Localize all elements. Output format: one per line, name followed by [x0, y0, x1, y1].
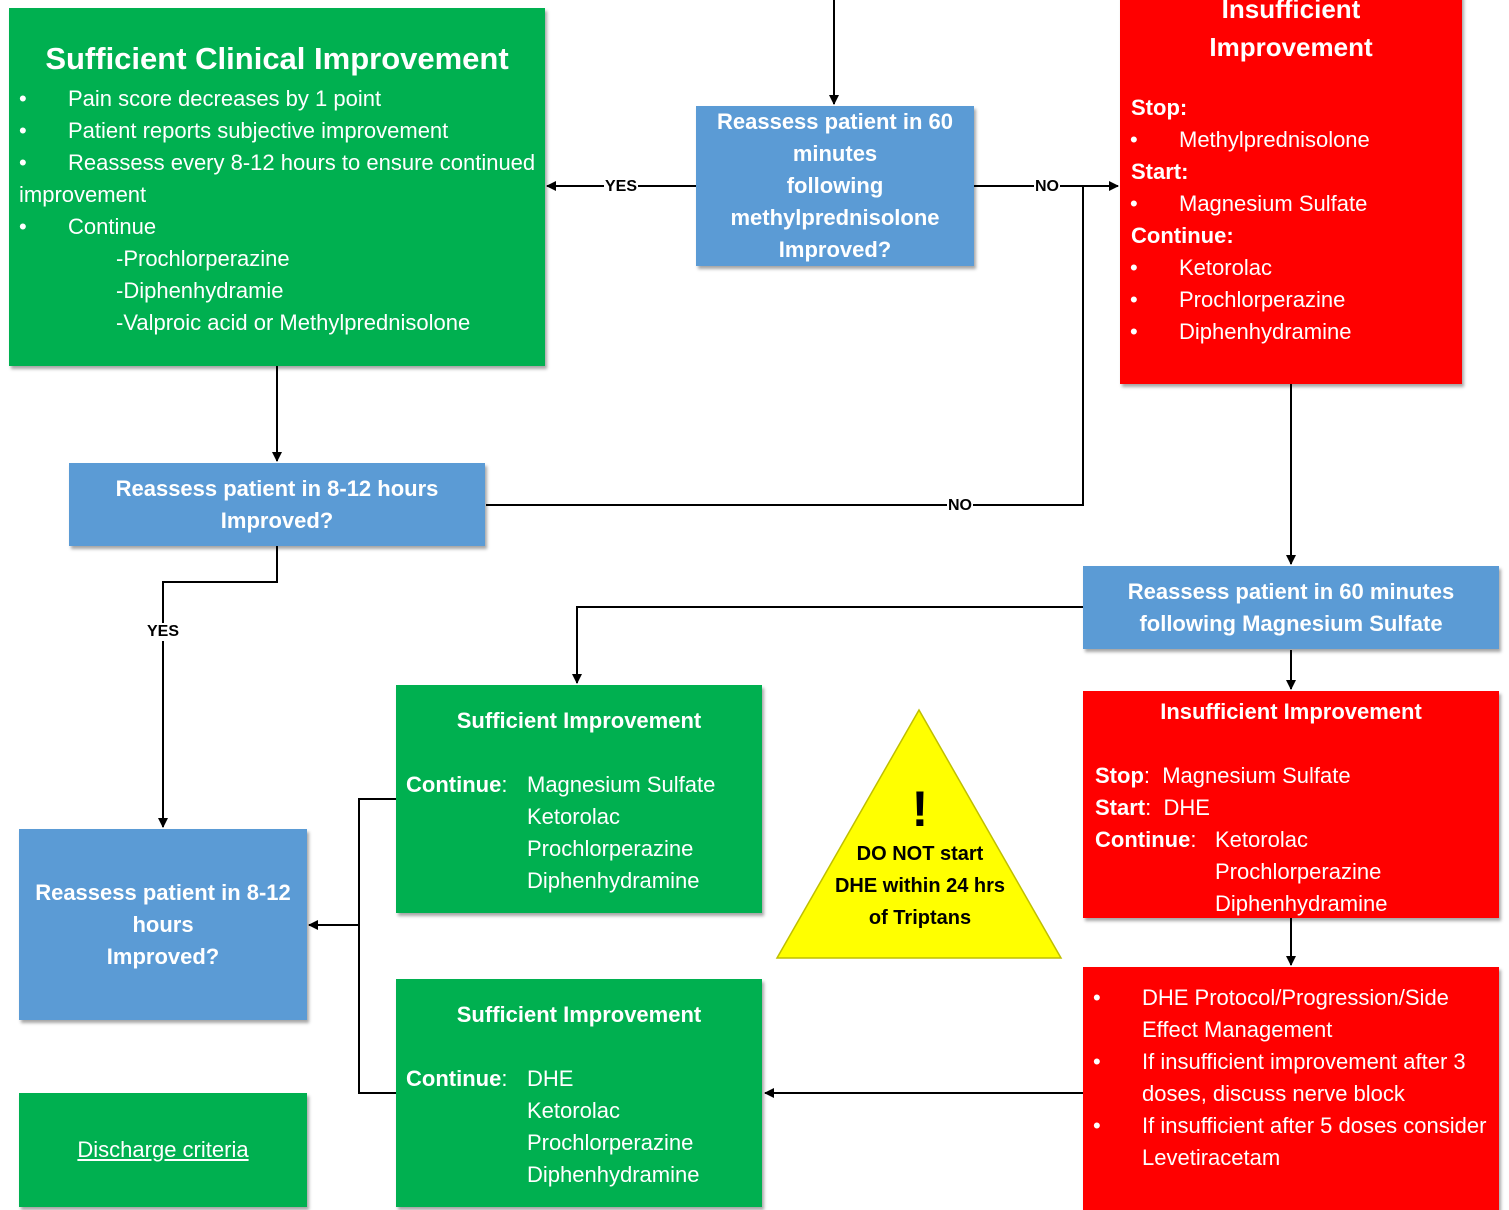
sufficient-clinical-title: Sufficient Clinical Improvement	[45, 41, 509, 76]
box-line: Reassess patient in 8-12 hours	[115, 475, 439, 501]
sufficient-mag-body: Continue: Magnesium Sulfate Ketorolac Pr…	[396, 769, 762, 893]
list-item: Magnesium Sulfate	[527, 772, 716, 797]
stop-label: Stop	[1095, 763, 1144, 788]
continue-label: Continue	[406, 1066, 502, 1091]
insufficient-top-title: Insufficient Improvement	[1120, 0, 1462, 66]
dhe-protocol-box: DHE Protocol/Progression/Side Effect Man…	[1083, 967, 1499, 1210]
warning-triangle-icon	[775, 708, 1063, 959]
bullet-icon: •	[19, 150, 27, 175]
box-line: hours	[132, 911, 194, 937]
line-no-from-reassess-8-12	[486, 186, 1084, 506]
title-line: Improvement	[1209, 32, 1373, 62]
warning-line: of Triptans	[868, 907, 972, 929]
sufficient-dhe-box: Sufficient Improvement Continue: DHE Ket…	[396, 979, 762, 1207]
yes-label-bottom: YES	[146, 623, 181, 641]
reassess-8-12-top-box: Reassess patient in 8-12 hours Improved?	[69, 463, 485, 546]
discharge-criteria-link[interactable]: Discharge criteria	[77, 1137, 249, 1162]
warning-line: DO NOT start	[856, 843, 984, 865]
list-item: Diphenhydramine	[527, 868, 700, 893]
dhe-protocol-list: DHE Protocol/Progression/Side Effect Man…	[1083, 982, 1499, 1174]
sufficient-dhe-body: Continue: DHE Ketorolac Prochlorperazine…	[396, 1063, 762, 1187]
sufficient-dhe-title: Sufficient Improvement	[456, 1002, 702, 1027]
list-item: Prochlorperazine	[527, 836, 694, 861]
list-item: -Diphenhydramie	[116, 278, 284, 303]
sufficient-clinical-box: Sufficient Clinical Improvement Pain sco…	[9, 8, 545, 366]
warning-line: DHE within 24 hrs	[834, 875, 1006, 897]
discharge-box: Discharge criteria	[19, 1093, 307, 1207]
list-item: Pain score decreases by 1 point	[9, 83, 545, 115]
list-item: Prochlorperazine	[1120, 284, 1462, 316]
insufficient-mag-body: Stop: Magnesium Sulfate Start: DHE Conti…	[1083, 760, 1499, 916]
list-item: Ketorolac	[527, 1098, 620, 1123]
insufficient-mag-title: Insufficient Improvement	[1160, 699, 1422, 724]
list-item: Prochlorperazine	[527, 1130, 694, 1155]
list-item: Continue	[9, 211, 545, 243]
stop-label: Stop:	[1131, 95, 1188, 120]
box-line: Improved?	[220, 507, 334, 533]
sufficient-mag-title: Sufficient Improvement	[456, 708, 702, 733]
box-line: minutes	[792, 141, 878, 166]
continue-list: Ketorolac Prochlorperazine Diphenhydrami…	[1120, 252, 1462, 348]
continue-label: Continue	[406, 772, 502, 797]
list-item: -Prochlorperazine	[116, 246, 290, 271]
list-item: Prochlorperazine	[1215, 859, 1382, 884]
start-list: Magnesium Sulfate	[1120, 188, 1462, 220]
continue-label: Continue	[1095, 827, 1191, 852]
box-line: Reassess patient in 60	[716, 109, 953, 134]
no-label-right: NO	[1034, 178, 1060, 196]
warning-text: ! DO NOT start DHE within 24 hrs of Trip…	[800, 780, 1040, 934]
list-item: If insufficient after 5 doses consider L…	[1083, 1110, 1499, 1174]
continue-label: Continue:	[1131, 223, 1234, 248]
continue-list: Ketorolac Prochlorperazine Diphenhydrami…	[1215, 824, 1387, 920]
box-line: following Magnesium Sulfate	[1139, 610, 1443, 636]
list-item: Patient reports subjective improvement	[9, 115, 545, 147]
box-line: Reassess patient in 60 minutes	[1127, 578, 1455, 604]
reassess-8-12-bottom-box: Reassess patient in 8-12 hours Improved?	[19, 829, 307, 1020]
list-item: Magnesium Sulfate	[1120, 188, 1462, 220]
sufficient-clinical-subitems: -Prochlorperazine -Diphenhydramie -Valpr…	[9, 243, 545, 339]
yes-label-left: YES	[604, 178, 639, 196]
reassess-magnesium-box: Reassess patient in 60 minutes following…	[1083, 566, 1499, 649]
bracket-merge	[358, 798, 396, 1094]
sufficient-magnesium-box: Sufficient Improvement Continue: Magnesi…	[396, 685, 762, 913]
box-line: Reassess patient in 8-12	[35, 879, 291, 905]
insufficient-top-box: Insufficient Improvement Stop: Methylpre…	[1120, 0, 1462, 384]
stop-value: Magnesium Sulfate	[1162, 763, 1351, 788]
list-item: If insufficient improvement after 3 dose…	[1083, 1046, 1499, 1110]
start-value: DHE	[1163, 795, 1210, 820]
box-line: Improved?	[106, 943, 220, 969]
reassess-methylprednisolone-box: Reassess patient in 60 minutes following…	[696, 106, 974, 266]
list-item: -Valproic acid or Methylprednisolone	[116, 310, 471, 335]
start-label: Start:	[1131, 159, 1189, 184]
box-line: Improved?	[778, 237, 892, 262]
list-item: Ketorolac	[1120, 252, 1462, 284]
list-item: Diphenhydramine	[1120, 316, 1462, 348]
box-line: following	[786, 173, 884, 198]
exclamation-icon: !	[911, 781, 929, 837]
list-item: Ketorolac	[1215, 827, 1308, 852]
title-line: Insufficient	[1221, 0, 1361, 24]
continue-list: Magnesium Sulfate Ketorolac Prochlorpera…	[527, 769, 715, 897]
list-item: Reassess every 8-12 hours to ensure cont…	[9, 147, 545, 211]
start-label: Start	[1095, 795, 1146, 820]
list-item: Diphenhydramine	[1215, 891, 1388, 916]
list-item: Ketorolac	[527, 804, 620, 829]
stop-list: Methylprednisolone	[1120, 124, 1462, 156]
no-label-bottom: NO	[947, 497, 973, 515]
insufficient-top-body: Stop:	[1120, 92, 1462, 124]
arrow-yes-to-bottom-reassess	[158, 546, 278, 828]
list-item: Diphenhydramine	[527, 1162, 700, 1187]
insufficient-magnesium-box: Insufficient Improvement Stop: Magnesium…	[1083, 691, 1499, 918]
box-line: methylprednisolone	[730, 205, 940, 230]
sufficient-clinical-list: Pain score decreases by 1 point Patient …	[9, 83, 545, 243]
list-item: DHE Protocol/Progression/Side Effect Man…	[1083, 982, 1499, 1046]
arrow-to-sufficient-mag	[572, 606, 1083, 684]
list-item: DHE	[527, 1066, 574, 1091]
list-item: Methylprednisolone	[1120, 124, 1462, 156]
continue-list: DHE Ketorolac Prochlorperazine Diphenhyd…	[527, 1063, 699, 1191]
